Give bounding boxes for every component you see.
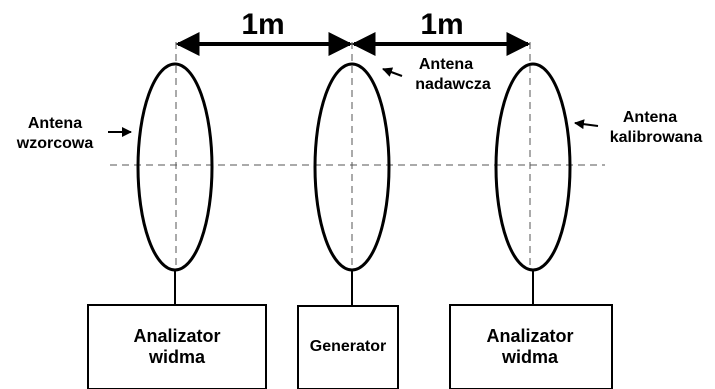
calibrated-antenna-label: Antena kalibrowana [610,109,703,146]
reference-antenna-label: Antena wzorcowa [16,115,94,152]
left-spectrum-analyzer-box [87,304,267,389]
left-analyzer-label-line2: widma [148,347,206,367]
transmitting-antenna-pointer [382,67,403,77]
reference-antenna [136,62,214,272]
calibrated-antenna-label-line1: Antena [623,109,677,126]
generator-label: Generator [310,338,386,355]
transmitting-antenna-label-line2: nadawcza [415,76,491,93]
reference-antenna-label-line1: Antena [28,115,82,132]
generator-box [297,305,399,389]
distance-label-left: 1m [241,8,284,41]
right-analyzer-label-line2: widma [501,347,559,367]
transmitting-antenna-label-line1: Antena [419,56,473,73]
left-analyzer-label-line1: Analizator [133,326,220,346]
calibrated-antenna-label-line2: kalibrowana [610,129,703,146]
calibrated-antenna-pointer [574,119,599,130]
calibrated-antenna [494,62,572,272]
right-analyzer-label-line1: Analizator [486,326,573,346]
right-spectrum-analyzer-box [449,304,613,389]
transmitting-antenna-label: Antena nadawcza [415,56,491,93]
distance-label-right: 1m [420,8,463,41]
reference-antenna-label-line2: wzorcowa [16,135,94,152]
